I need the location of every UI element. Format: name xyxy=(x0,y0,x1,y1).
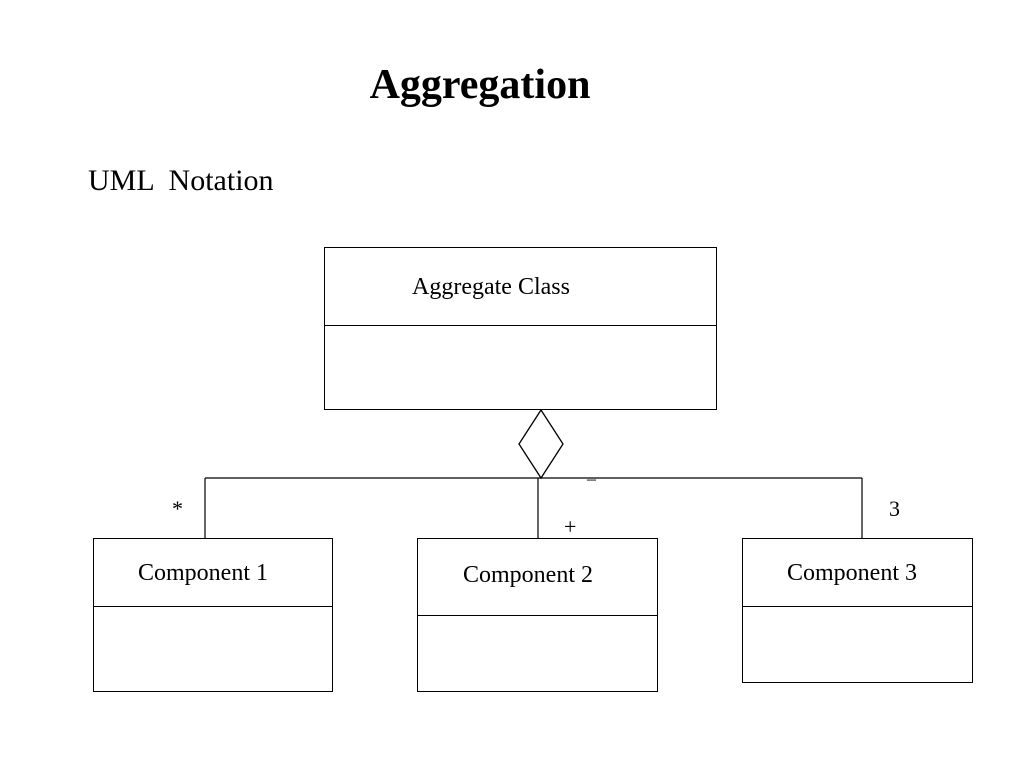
component-2-name: Component 2 xyxy=(463,562,593,588)
multiplicity-component-2: + xyxy=(564,514,577,539)
aggregate-class-name: Aggregate Class xyxy=(412,273,570,300)
component-2-name-compartment: Component 2 xyxy=(418,539,657,616)
aggregate-class-name-compartment: Aggregate Class xyxy=(325,248,716,326)
component-2-box: Component 2 xyxy=(417,538,658,692)
component-3-name-compartment: Component 3 xyxy=(743,539,972,607)
aggregate-class-box: Aggregate Class xyxy=(324,247,717,410)
slide-title: Aggregation xyxy=(369,62,591,108)
multiplicity-component-1: * xyxy=(172,496,183,521)
multiplicity-component-3: 3 xyxy=(889,496,900,521)
component-1-name-compartment: Component 1 xyxy=(94,539,332,607)
component-3-box: Component 3 xyxy=(742,538,973,683)
diamond-side-label: _ xyxy=(587,462,596,482)
component-3-name: Component 3 xyxy=(787,559,917,586)
notation-subtitle: UML Notation xyxy=(88,164,274,197)
component-1-box: Component 1 xyxy=(93,538,333,692)
aggregation-diamond xyxy=(518,408,564,480)
component-1-name: Component 1 xyxy=(138,559,268,586)
